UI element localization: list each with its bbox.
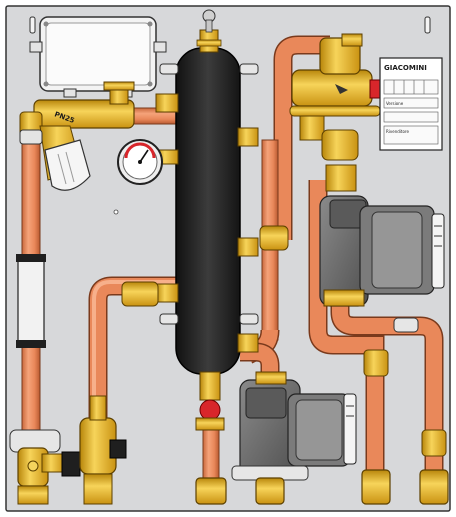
- mounting-slot-icon: [424, 16, 431, 34]
- product-label-plate: [379, 57, 443, 151]
- mounting-slot-icon: [29, 16, 36, 34]
- sleeve-top-band: [16, 254, 46, 262]
- upper-circulation-pump: [319, 195, 445, 307]
- lower-circulation-pump: [231, 371, 357, 481]
- mid-left-fitting: [121, 281, 159, 307]
- bottom-left-valve-group: [9, 395, 127, 505]
- drain-valve-fitting: [195, 417, 225, 431]
- pipe-clamp: [393, 317, 419, 333]
- left-valve-group: [19, 81, 135, 191]
- electrical-junction-box: [29, 16, 167, 98]
- label-plate-row-2: Rivenditore: [386, 129, 409, 134]
- lower-pump-control-panel: [343, 393, 357, 465]
- separator-fittings: [155, 93, 259, 353]
- hydraulic-separator: [175, 47, 241, 375]
- right-top-bend-pipe: [275, 37, 330, 240]
- separator-drain-body: [199, 371, 221, 401]
- mid-left-u-pipe-highlight: [92, 280, 180, 430]
- far-right-pipe: [332, 300, 442, 480]
- drain-valve-handle-icon: [199, 399, 221, 421]
- pressure-relief-knob: [44, 139, 91, 191]
- bottom-left-valve-handle: [61, 451, 81, 477]
- upper-pump-control-panel: [431, 213, 445, 289]
- label-plate-row-1: Versione: [386, 101, 404, 106]
- center-right-fitting: [259, 225, 289, 251]
- bottom-outlet-fittings: [195, 349, 449, 505]
- bottom-center-left-valve-handle: [109, 439, 127, 459]
- right-lower-pipe: [310, 180, 383, 480]
- mid-left-u-pipe: [90, 278, 180, 430]
- air-vent-stem: [205, 19, 213, 33]
- panel-hole: [113, 209, 119, 215]
- label-plate-brand: GIACOMINI: [384, 64, 427, 72]
- left-pipe-insulation-sleeve: [17, 257, 45, 345]
- separator-clamps: [159, 63, 259, 325]
- air-vent-nut: [196, 39, 222, 47]
- upper-right-mixing-valve: [289, 33, 389, 192]
- thermometer-gauge-icon: [117, 139, 179, 185]
- sleeve-bottom-band: [16, 340, 46, 348]
